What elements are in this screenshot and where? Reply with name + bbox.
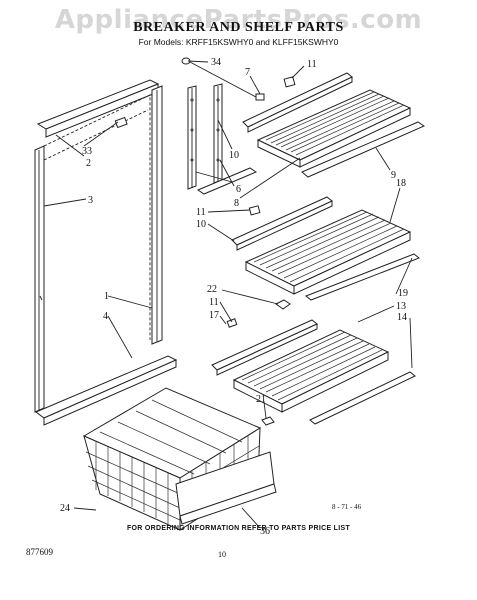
date-code: 8 - 71 - 46 [332, 503, 362, 511]
page-number: 10 [218, 550, 226, 559]
wire-basket [82, 387, 262, 531]
callout-22: 22 [207, 284, 217, 295]
top-shelf-wires [265, 91, 405, 156]
callout-34: 34 [211, 57, 221, 68]
callout-19: 19 [398, 288, 408, 299]
callout-8: 8 [234, 198, 239, 209]
callout-11: 11 [307, 59, 317, 70]
callout-36: 36 [260, 526, 270, 537]
breaker-frame [34, 79, 178, 426]
callout-10: 10 [229, 150, 239, 161]
small-fasteners-middle [226, 299, 291, 328]
callout-1: 1 [104, 291, 109, 302]
callout-9: 9 [391, 170, 396, 181]
callout-3: 3 [88, 195, 93, 206]
callout-11: 11 [209, 297, 219, 308]
watermark: AppliancePartsPros.com [54, 5, 423, 35]
mullion-parts [187, 83, 258, 195]
callout-33: 33 [82, 146, 92, 157]
callout-17: 17 [209, 310, 219, 321]
top-shelf [242, 72, 426, 178]
basket-front-panel [175, 451, 277, 525]
callout-21: 21 [256, 394, 266, 405]
callout-7: 7 [245, 67, 250, 78]
middle-shelf-wires [253, 211, 405, 283]
document-number: 877609 [26, 547, 53, 557]
callout-4: 4 [103, 311, 108, 322]
leader-lines [43, 60, 413, 529]
callout-13: 13 [396, 301, 406, 312]
diagram-title: BREAKER AND SHELF PARTS [133, 20, 344, 35]
callout-10: 10 [196, 219, 206, 230]
callout-24: 24 [60, 503, 70, 514]
lower-shelf [211, 319, 416, 426]
callout-6: 6 [236, 184, 241, 195]
small-fasteners-top [181, 57, 296, 101]
model-subtitle: For Models: KRFF15KSWHY0 and KLFF15KSWHY… [138, 37, 339, 47]
callout-2: 2 [86, 158, 91, 169]
callout-14: 14 [397, 312, 407, 323]
callout-11: 11 [196, 207, 206, 218]
ordering-note: FOR ORDERING INFORMATION REFER TO PARTS … [126, 525, 351, 532]
lower-shelf-wires [241, 331, 383, 401]
middle-shelf [231, 196, 420, 301]
callout-18: 18 [396, 178, 406, 189]
callout-labels: 34 7 11 33 2 10 6 8 9 18 3 11 10 22 19 1… [60, 57, 408, 537]
